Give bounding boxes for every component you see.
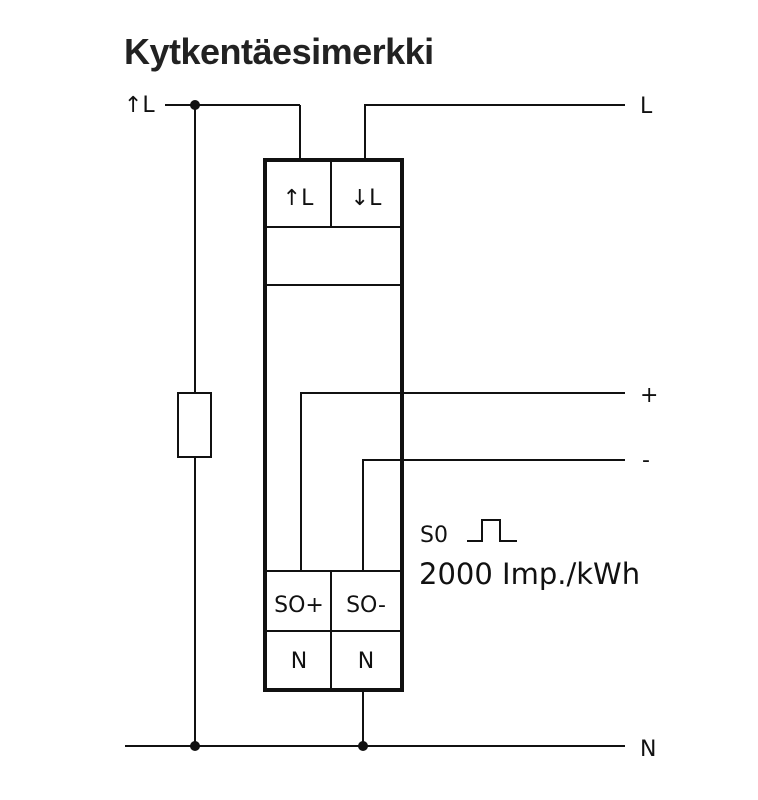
so-plus-wire [300,392,625,571]
so-minus-wire [362,459,625,571]
minus-label: - [642,448,650,473]
line-out-wire [364,104,625,160]
s0-label: S0 [420,523,448,548]
terminal-n-1: N [291,649,307,674]
line-out-label: L [640,94,653,119]
terminal-so-plus: SO+ [274,593,324,618]
junction-dot [190,741,200,751]
junction-dot [358,741,368,751]
terminal-line-in: ↑L [283,186,314,211]
terminal-so-minus: SO- [346,593,386,618]
terminal-n-2: N [358,649,374,674]
pulse-icon [467,519,517,542]
load-resistor [177,392,212,458]
neutral-label: N [640,737,656,762]
terminal-line-out: ↓L [351,186,382,211]
meter-body [263,158,404,692]
pulse-rate: 2000 Imp./kWh [419,557,640,591]
plus-label: + [640,383,658,408]
diagram-title: Kytkentäesimerkki [124,31,434,72]
line-in-label: ↑L [124,93,155,118]
